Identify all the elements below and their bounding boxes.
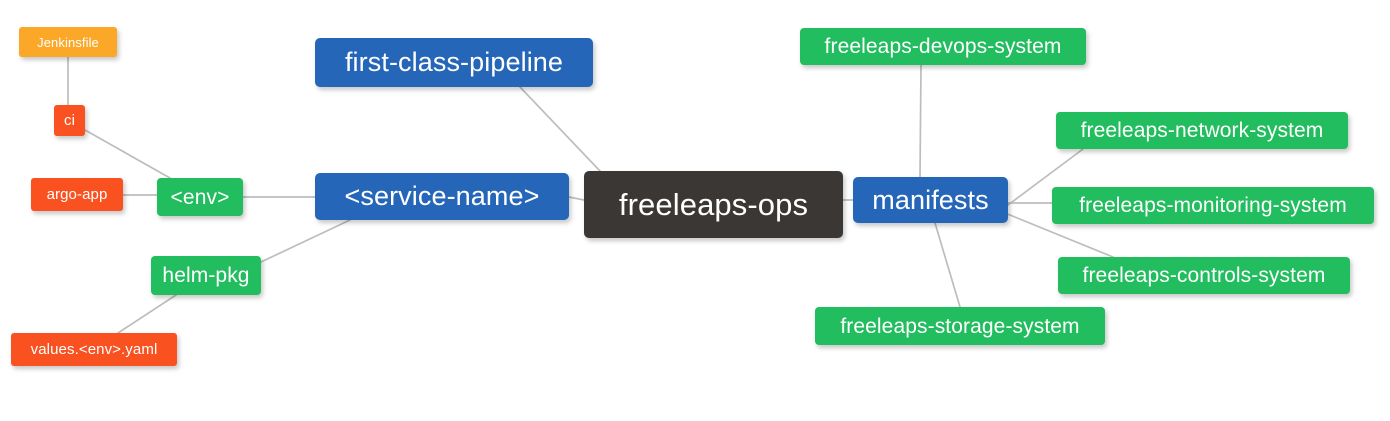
edge-freeleaps-ops-to-service-name <box>568 196 585 201</box>
node-freeleaps-devops-system[interactable]: freeleaps-devops-system <box>800 28 1086 65</box>
node-freeleaps-ops[interactable]: freeleaps-ops <box>584 171 843 238</box>
node-helm-pkg[interactable]: helm-pkg <box>151 256 261 295</box>
node-freeleaps-network-system[interactable]: freeleaps-network-system <box>1056 112 1348 149</box>
edge-manifests-to-freeleaps-devops-system <box>919 64 922 178</box>
edge-helm-pkg-to-values-env-yaml <box>117 294 177 334</box>
node-manifests[interactable]: manifests <box>853 177 1008 223</box>
node-ci[interactable]: ci <box>54 105 85 136</box>
node-freeleaps-storage-system[interactable]: freeleaps-storage-system <box>815 307 1105 345</box>
node-argo-app[interactable]: argo-app <box>31 178 123 211</box>
node-freeleaps-monitoring-system[interactable]: freeleaps-monitoring-system <box>1052 187 1374 224</box>
node-jenkinsfile[interactable]: Jenkinsfile <box>19 27 117 57</box>
edge-manifests-to-freeleaps-storage-system <box>934 222 961 308</box>
edge-service-name-to-helm-pkg <box>260 219 351 263</box>
node-first-class-pipeline[interactable]: first-class-pipeline <box>315 38 593 87</box>
edge-freeleaps-ops-to-first-class-pipeline <box>519 86 601 172</box>
node-env[interactable]: <env> <box>157 178 243 216</box>
node-freeleaps-controls-system[interactable]: freeleaps-controls-system <box>1058 257 1350 294</box>
node-values-env-yaml[interactable]: values.<env>.yaml <box>11 333 177 366</box>
edge-env-to-ci <box>84 129 171 179</box>
node-service-name[interactable]: <service-name> <box>315 173 569 220</box>
